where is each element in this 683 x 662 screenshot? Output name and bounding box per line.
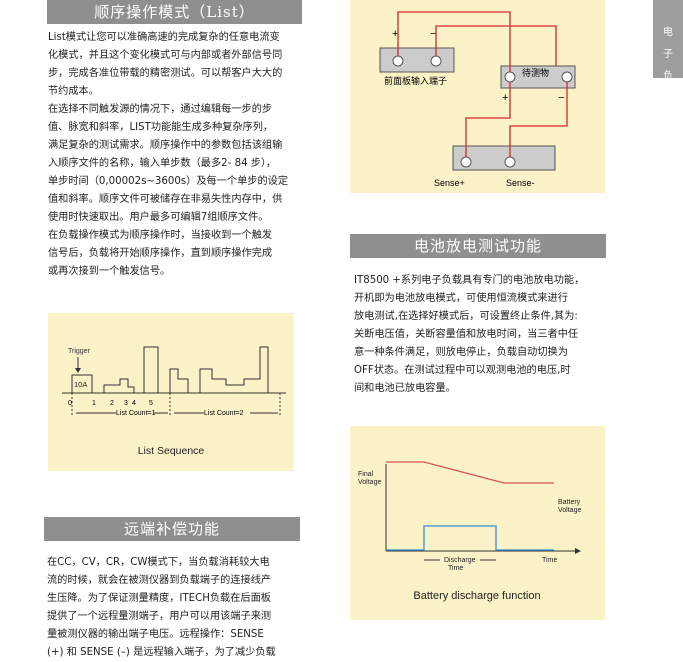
list-count-1-label: List Count=1 — [116, 410, 156, 417]
front-terminal-plus — [392, 55, 404, 67]
wire-front-plus — [397, 11, 511, 72]
list-mode-paragraph-1: List模式让您可以准确高速的完成复杂的任意电流变 化模式，并且这个变化模式可与… — [48, 32, 283, 97]
sense-wiring-figure: + − 前面板输入端子 待测物 + − Sense+ Sense- — [350, 0, 605, 193]
list-sequence-caption: List Sequence — [138, 445, 205, 457]
step-label-0: 0 — [68, 400, 72, 407]
list-mode-header: 顺序操作模式（List） — [47, 0, 302, 24]
dut-box — [500, 65, 576, 89]
list-waveform — [62, 346, 286, 394]
battery-test-header: 电池放电测试功能 — [350, 234, 606, 258]
list-mode-text: List模式让您可以准确高速的完成复杂的任意电流变 化模式，并且这个变化模式可与… — [48, 29, 306, 281]
dut-minus — [561, 71, 573, 83]
side-tab: 电 子 负 载 — [653, 0, 683, 104]
trigger-arrowhead — [75, 368, 81, 373]
list-sequence-figure: Trigger 10A 0 1 2 3 4 5 List Count=1 Lis… — [48, 313, 294, 471]
sense-plus-label: Sense+ — [434, 178, 465, 188]
battery-test-title: 电池放电测试功能 — [413, 237, 542, 255]
step-label-2: 2 — [110, 400, 114, 407]
dut-plus — [504, 71, 516, 83]
list-mode-paragraph-2: 在选择不同触发源的情况下，通过编辑每一步的步 值、脉宽和斜率，LIST功能能生成… — [48, 104, 289, 223]
sense-minus-terminal — [504, 156, 516, 168]
current-line — [386, 525, 554, 551]
remote-sense-paragraph: 在CC，CV，CR，CW模式下，当负载消耗较大电 流的时候，就会在被测仪器到负载… — [47, 557, 276, 658]
remote-sense-text: 在CC，CV，CR，CW模式下，当负载消耗较大电 流的时候，就会在被测仪器到负载… — [47, 554, 305, 662]
step-label-3: 3 — [124, 400, 128, 407]
step-label-1: 1 — [92, 400, 96, 407]
time-label: Time — [542, 557, 557, 564]
wire-front-minus — [435, 25, 557, 66]
sense-box — [452, 145, 556, 171]
wire-sense-minus — [509, 82, 568, 157]
list-mode-paragraph-3: 在负载操作模式为顺序操作时，当接收到一个触发 信号后，负载将开始顺序操作，直到顺… — [48, 230, 273, 277]
sense-plus-terminal — [460, 156, 472, 168]
trigger-label: Trigger — [68, 348, 91, 355]
sense-minus-label: Sense- — [506, 178, 535, 188]
front-terminal-label: 前面板输入端子 — [384, 75, 447, 86]
dut-plus-sign: + — [502, 92, 508, 104]
battery-discharge-caption: Battery discharge function — [413, 590, 540, 602]
front-terminal-box — [379, 47, 455, 73]
front-terminal-minus — [430, 55, 442, 67]
remote-sense-header: 远端补偿功能 — [44, 517, 300, 541]
battery-test-text: IT8500 +系列电子负载具有专门的电池放电功能， 开机即为电池放电模式，可使… — [354, 272, 610, 398]
step-label-4: 4 — [132, 400, 136, 407]
side-tab-label: 电 子 负 载 — [663, 27, 673, 104]
battery-test-paragraph: IT8500 +系列电子负载具有专门的电池放电功能， 开机即为电池放电模式，可使… — [354, 275, 585, 394]
front-minus-sign: − — [430, 28, 436, 40]
remote-sense-title: 远端补偿功能 — [123, 520, 220, 538]
x-axis-arrow — [575, 548, 581, 554]
list-sequence-svg: Trigger 10A 0 1 2 3 4 5 List Count=1 Lis… — [62, 346, 286, 457]
dut-label: 待测物 — [522, 67, 549, 78]
voltage-line — [386, 461, 554, 484]
dut-minus-sign: − — [558, 92, 564, 104]
wire-sense-plus — [465, 82, 511, 157]
sense-wiring-svg: + − 前面板输入端子 待测物 + − Sense+ Sense- — [379, 11, 576, 188]
list-mode-title: 顺序操作模式（List） — [94, 3, 255, 21]
list-count-2-label: List Count=2 — [204, 410, 244, 417]
step-label-5: 5 — [149, 400, 153, 407]
sense-wires — [397, 11, 568, 157]
current-label: 10A — [74, 380, 87, 389]
front-plus-sign: + — [392, 28, 398, 40]
